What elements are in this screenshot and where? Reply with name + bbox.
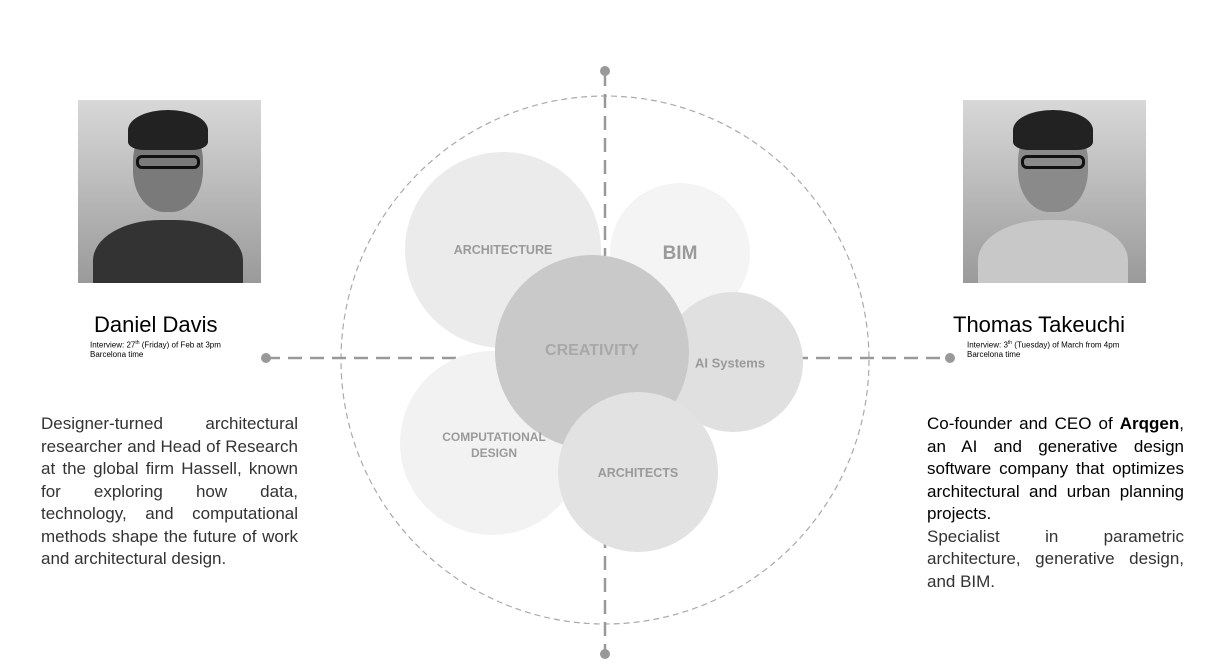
interview-date: Interview: 27: [90, 340, 136, 350]
label-computational: COMPUTATIONAL: [442, 430, 546, 444]
interview-sup: th: [1007, 340, 1013, 346]
name-daniel-davis: Daniel Davis: [94, 312, 218, 337]
label-creativity: CREATIVITY: [545, 342, 639, 359]
bio-text: Co-founder and CEO of: [927, 414, 1120, 433]
interview-timezone: Barcelona time: [90, 349, 144, 359]
interview-thomas-takeuchi: Interview: 3th (Tuesday) of March from 4…: [967, 339, 1119, 359]
photo-daniel-davis: [78, 100, 261, 283]
bio-text: , an AI and generative design software c…: [927, 414, 1184, 523]
name-thomas-takeuchi: Thomas Takeuchi: [953, 312, 1126, 337]
photo-thomas-takeuchi: [963, 100, 1146, 283]
circle-architects: [558, 392, 718, 552]
axis-dot-right: [945, 353, 955, 363]
interview-sup: th: [135, 340, 140, 346]
company-name: Arqgen: [1119, 414, 1180, 433]
bio-daniel-davis: Designer-turned architectural researcher…: [41, 414, 298, 568]
label-bim: BIM: [662, 243, 698, 264]
label-design: DESIGN: [470, 446, 518, 460]
interview-rest: (Tuesday) of March from 4pm: [1012, 340, 1120, 350]
interview-daniel-davis: Interview: 27th (Friday) of Feb at 3pm B…: [90, 339, 221, 359]
label-ai-systems: AI Systems: [694, 355, 766, 371]
label-architecture: ARCHITECTURE: [453, 243, 553, 257]
label-computational-design: COMPUTATIONAL DESIGN: [442, 429, 546, 461]
bio-thomas-takeuchi: Co-founder and CEO of Arqgen, an AI and …: [927, 413, 1184, 593]
interview-rest: (Friday) of Feb at 3pm: [139, 340, 221, 350]
interview-timezone: Barcelona time: [967, 349, 1021, 359]
label-architects: ARCHITECTS: [597, 466, 679, 480]
axis-dot-top: [600, 66, 610, 76]
bio-specialist: Specialist in parametric architecture, g…: [927, 526, 1184, 591]
axis-dot-left: [261, 353, 271, 363]
interview-date: Interview: 3: [967, 340, 1008, 350]
axis-dot-bottom: [600, 649, 610, 659]
circle-ai-systems: [663, 292, 803, 432]
